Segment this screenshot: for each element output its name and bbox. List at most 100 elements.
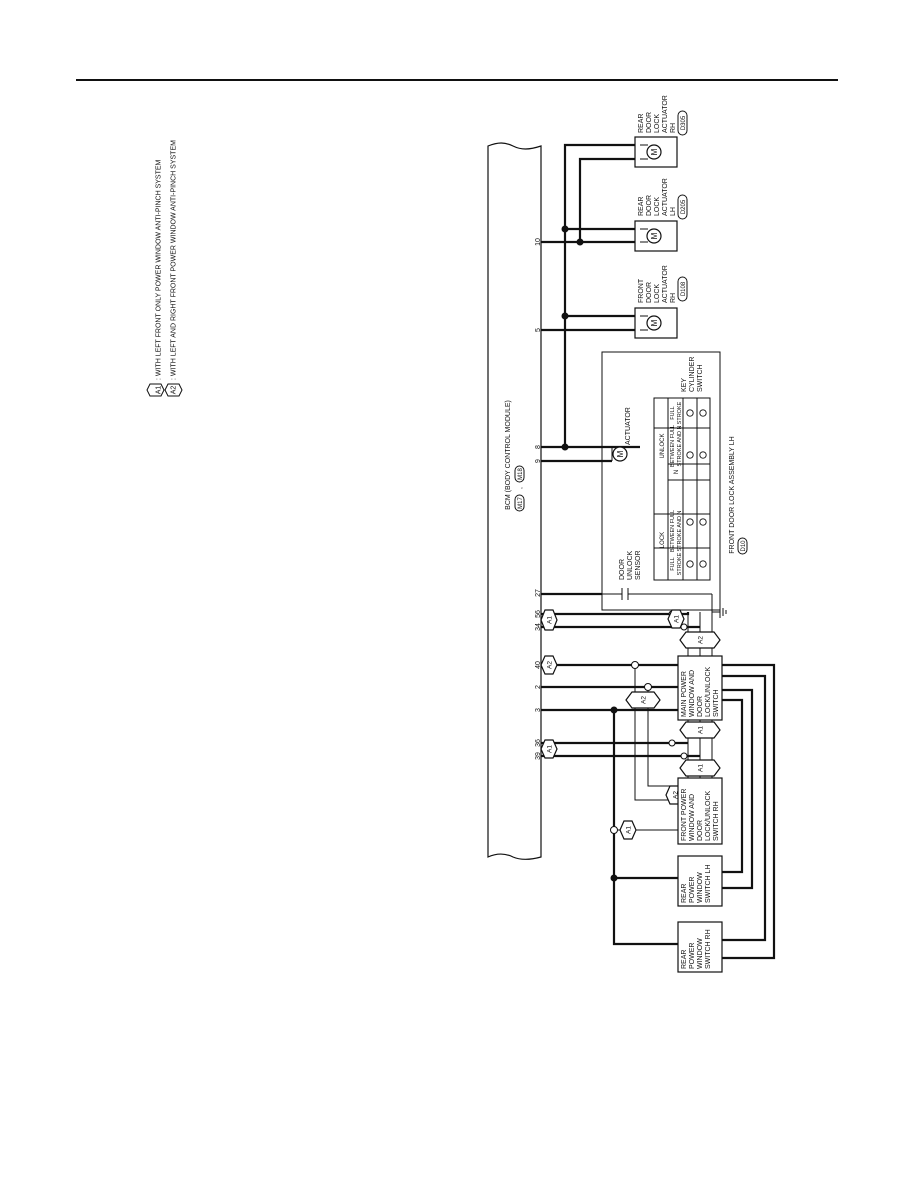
svg-text:RH: RH [670,293,677,303]
front-power-window-switch-rh: FRONT POWER WINDOW AND DOOR LOCK/UNLOCK … [677,777,723,845]
legend: A1 : WITH LEFT FRONT ONLY POWER WINDOW A… [146,140,183,397]
svg-text:SWITCH: SWITCH [697,364,704,392]
svg-text:FRONT: FRONT [638,278,645,303]
svg-text:REAR: REAR [638,197,645,216]
svg-text:N: N [674,470,680,474]
svg-text:STROKE AND N: STROKE AND N [677,425,683,466]
svg-text:REAR: REAR [638,114,645,133]
tag-a2-lock-assembly: A2 [679,631,721,649]
bcm-connector-m18: M18 [514,465,525,483]
svg-text:DOOR: DOOR [646,195,653,216]
svg-text:D205: D205 [681,199,687,214]
svg-text:STROKE: STROKE [677,401,683,424]
front-lock-connector-d10: D10 [737,537,748,555]
svg-text:A2: A2 [640,696,647,704]
tag-a1-front-rh-upper: A1 [679,759,721,777]
junction-dot [561,312,569,320]
door-unlock-sensor: DOOR UNLOCK SENSOR [602,550,712,600]
pin-36: 36 [535,739,542,747]
junction-open [631,661,639,669]
front-door-lock-assembly: FRONT DOOR LOCK ASSEMBLY LH D10 DOOR UNL… [601,351,748,618]
tag-a1-pins-39-36: A1 [540,739,558,759]
legend-tag-a1: A1 [146,383,165,397]
svg-text:M: M [616,450,625,457]
svg-text:SWITCH RH: SWITCH RH [713,801,720,841]
svg-text:SWITCH RH: SWITCH RH [705,929,712,969]
front-lock-title: FRONT DOOR LOCK ASSEMBLY LH [729,436,736,553]
tag-a2-cross: A2 [625,691,661,709]
junction-dot [610,706,618,714]
legend-text-a1: : WITH LEFT FRONT ONLY POWER WINDOW ANTI… [156,159,163,380]
svg-text:D10: D10 [741,540,747,552]
junction-open [668,739,676,747]
junction-open [610,826,618,834]
pin-8: 8 [535,445,542,449]
pin-34: 34 [535,623,542,631]
svg-text:A1: A1 [697,764,704,772]
junction-dot [576,238,584,246]
key-cylinder-table: LOCK UNLOCK N FULL STROKE BETWEEN FULL S… [653,357,711,581]
svg-text:A2: A2 [672,791,679,799]
actuator-rear-rh: M REAR DOOR LOCK ACTUATOR RH D305 [634,95,688,168]
svg-text:STROKE: STROKE [677,552,683,575]
bcm-module: BCM (BODY CONTROL MODULE) M17 , M18 [487,142,542,860]
svg-text:A2: A2 [171,386,178,395]
pin-39: 39 [535,752,542,760]
svg-text:ACTUATOR: ACTUATOR [662,178,669,216]
svg-text:POWER: POWER [689,877,696,903]
tag-a1-lock-assembly: A1 [667,609,685,629]
svg-text:M: M [650,319,659,326]
svg-text:DOOR: DOOR [646,112,653,133]
svg-text:CYLINDER: CYLINDER [689,357,696,392]
svg-text:LOCK: LOCK [654,197,661,216]
svg-text:WINDOW: WINDOW [697,872,704,903]
svg-text:DOOR: DOOR [619,559,626,580]
svg-text:LOCK: LOCK [654,284,661,303]
svg-text:KEY: KEY [681,378,688,392]
tag-a1-pins-34-56: A1 [540,609,558,631]
actuator-rear-lh: M REAR DOOR LOCK ACTUATOR LH D205 [634,178,688,252]
pin-2: 2 [535,685,542,689]
actuator-front-rh: M FRONT DOOR LOCK ACTUATOR RH D108 [634,265,688,339]
svg-text:ACTUATOR: ACTUATOR [625,407,632,445]
svg-text:LOCK: LOCK [654,114,661,133]
bcm-connector-separator: , [517,487,524,489]
junction-dot [561,225,569,233]
tag-a1-main-lower: A1 [679,721,721,739]
pin-labels: 39 36 3 2 40 34 56 27 9 8 5 10 [535,238,542,760]
tag-a2-pin-40: A2 [540,655,558,675]
legend-tag-a2: A2 [164,383,183,397]
svg-text:MAIN POWER: MAIN POWER [681,671,688,717]
junction-open [680,752,688,760]
svg-text:M17: M17 [518,497,524,509]
bcm-title: BCM (BODY CONTROL MODULE) [505,400,512,510]
svg-text:M: M [650,232,659,239]
pin-3: 3 [535,708,542,712]
pin-9: 9 [535,459,542,463]
svg-text:D108: D108 [681,281,687,296]
rear-power-window-switch-rh: REAR POWER WINDOW SWITCH RH [677,921,723,973]
svg-text:A1: A1 [546,745,553,753]
svg-text:UNLOCK: UNLOCK [627,550,634,580]
pin-10: 10 [535,238,542,246]
svg-text:A1: A1 [546,616,553,624]
svg-text:ACTUATOR: ACTUATOR [662,95,669,133]
bcm-connector-m17: M17 [514,494,525,512]
svg-text:BETWEEN FULL: BETWEEN FULL [670,425,676,467]
option-tags: A1 A2 A1 A1 A2 A2 A1 A1 [540,609,721,840]
svg-text:WINDOW: WINDOW [697,938,704,969]
svg-text:A1: A1 [156,386,163,395]
svg-text:M18: M18 [518,468,524,480]
rear-power-window-switch-lh: REAR POWER WINDOW SWITCH LH [677,855,723,907]
front-lock-actuator-motor: M ACTUATOR [611,407,632,462]
wires [541,143,776,960]
pin-27: 27 [535,589,542,597]
svg-text:LH: LH [670,207,677,216]
svg-text:LOCK: LOCK [660,532,666,548]
svg-text:REAR: REAR [681,884,688,903]
svg-text:STROKE AND N: STROKE AND N [677,510,683,551]
pin-40: 40 [535,661,542,669]
svg-text:LOCK/UNLOCK: LOCK/UNLOCK [705,790,712,841]
junction-dot [561,443,569,451]
